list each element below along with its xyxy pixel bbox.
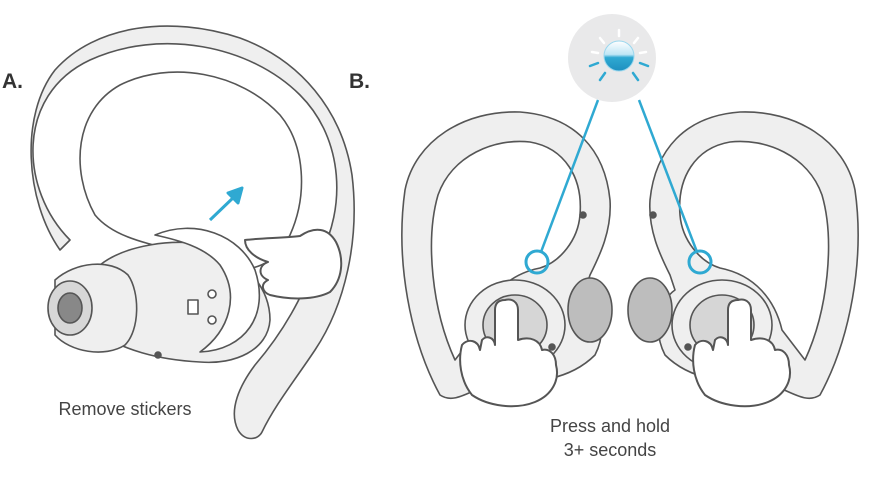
sensor-dot	[207, 289, 217, 299]
mic-hole	[684, 343, 692, 351]
led-indicator-icon	[568, 14, 656, 102]
duration-text: 3+ seconds	[563, 440, 657, 460]
sensor-dot	[207, 315, 217, 325]
led-leader-lines	[539, 99, 699, 253]
panel-a-label: A.	[2, 70, 23, 93]
sensor-window	[187, 299, 199, 315]
press-hold-text: Press and hold	[549, 416, 671, 436]
ear-hook-inner	[678, 140, 830, 361]
mic-hole	[649, 211, 657, 219]
left-earbud	[401, 111, 613, 408]
pointing-hand-icon	[692, 298, 791, 408]
swipe-arrow-icon	[208, 186, 244, 222]
panel-b-caption: Press and hold 3+ seconds	[505, 414, 715, 462]
mic-hole	[154, 351, 162, 359]
panel-a-illustration	[30, 25, 355, 440]
led-location-ring	[687, 249, 713, 275]
remove-stickers-text: Remove stickers	[58, 399, 192, 419]
mic-hole	[579, 211, 587, 219]
panel-b-label: B.	[349, 70, 370, 93]
crescent-sticker	[154, 227, 261, 353]
ear-hook	[30, 25, 355, 440]
ear-tip-mesh	[57, 292, 83, 324]
ear-tip	[567, 277, 613, 343]
led-location-ring	[524, 249, 550, 275]
pointing-hand-icon	[244, 228, 343, 300]
right-earbud	[627, 111, 859, 408]
pointing-hand-icon	[459, 298, 558, 408]
mic-hole	[548, 343, 556, 351]
panel-a-caption: Remove stickers	[20, 397, 230, 421]
ear-tip	[627, 277, 673, 343]
